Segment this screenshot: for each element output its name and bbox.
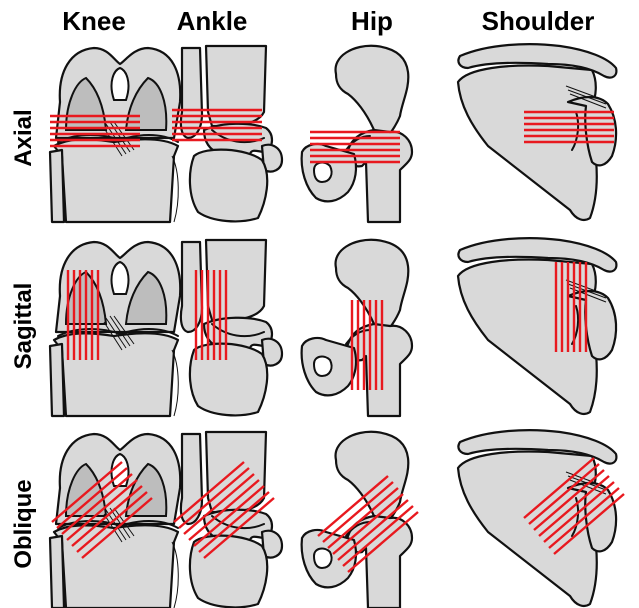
ankle-axial-panel	[172, 46, 282, 221]
row-title-oblique: Oblique	[10, 479, 37, 568]
column-title-ankle: Ankle	[177, 6, 248, 36]
ankle-joint-icon	[181, 432, 282, 607]
ankle-oblique-panel	[174, 432, 282, 607]
row-title-axial: Axial	[10, 109, 37, 166]
column-title-hip: Hip	[351, 6, 393, 36]
hip-joint-icon	[302, 46, 412, 222]
knee-axial-panel	[50, 48, 180, 222]
knee-joint-icon	[50, 242, 180, 416]
hip-sagittal-panel	[302, 240, 412, 416]
hip-oblique-panel	[302, 432, 418, 608]
ankle-sagittal-panel	[181, 240, 282, 415]
column-title-knee: Knee	[62, 6, 126, 36]
hip-axial-panel	[302, 46, 412, 222]
row-title-sagittal: Sagittal	[10, 283, 37, 370]
shoulder-sagittal-panel	[458, 238, 616, 414]
knee-sagittal-panel	[50, 242, 180, 416]
column-title-shoulder: Shoulder	[482, 6, 595, 36]
shoulder-joint-icon	[458, 44, 616, 220]
knee-oblique-panel	[50, 434, 180, 608]
shoulder-joint-icon	[458, 238, 616, 414]
shoulder-oblique-panel	[458, 430, 624, 606]
knee-joint-icon	[50, 434, 180, 608]
shoulder-axial-panel	[458, 44, 616, 220]
